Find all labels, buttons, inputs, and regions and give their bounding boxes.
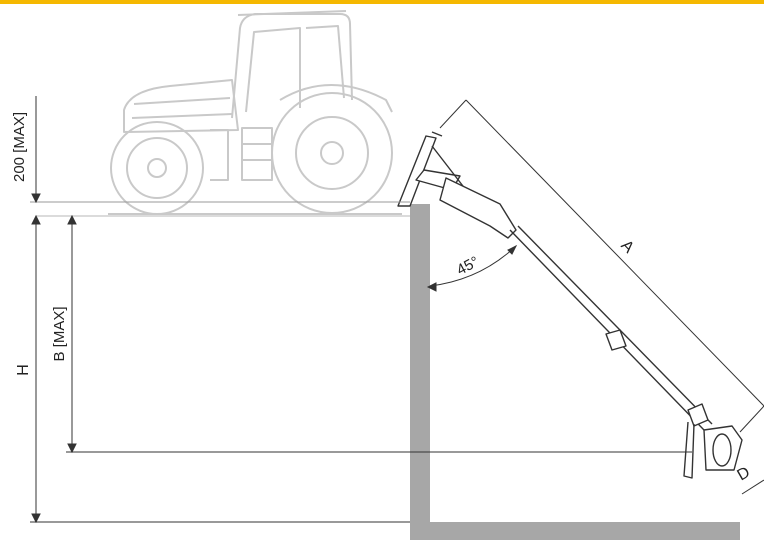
label-head-size: D (734, 464, 753, 485)
label-arm-length: A (617, 237, 637, 257)
label-total-depth: H (15, 364, 32, 376)
label-reach-depth: B [MAX] (51, 306, 68, 361)
pump-arm-icon (397, 131, 743, 479)
top-accent-bar (0, 0, 764, 4)
label-height-above-ground: 200 [MAX] (11, 112, 28, 182)
tractor-icon (108, 10, 402, 215)
label-angle: 45° (454, 253, 482, 279)
dimension-lines (30, 96, 764, 524)
pit-wall (410, 204, 740, 540)
